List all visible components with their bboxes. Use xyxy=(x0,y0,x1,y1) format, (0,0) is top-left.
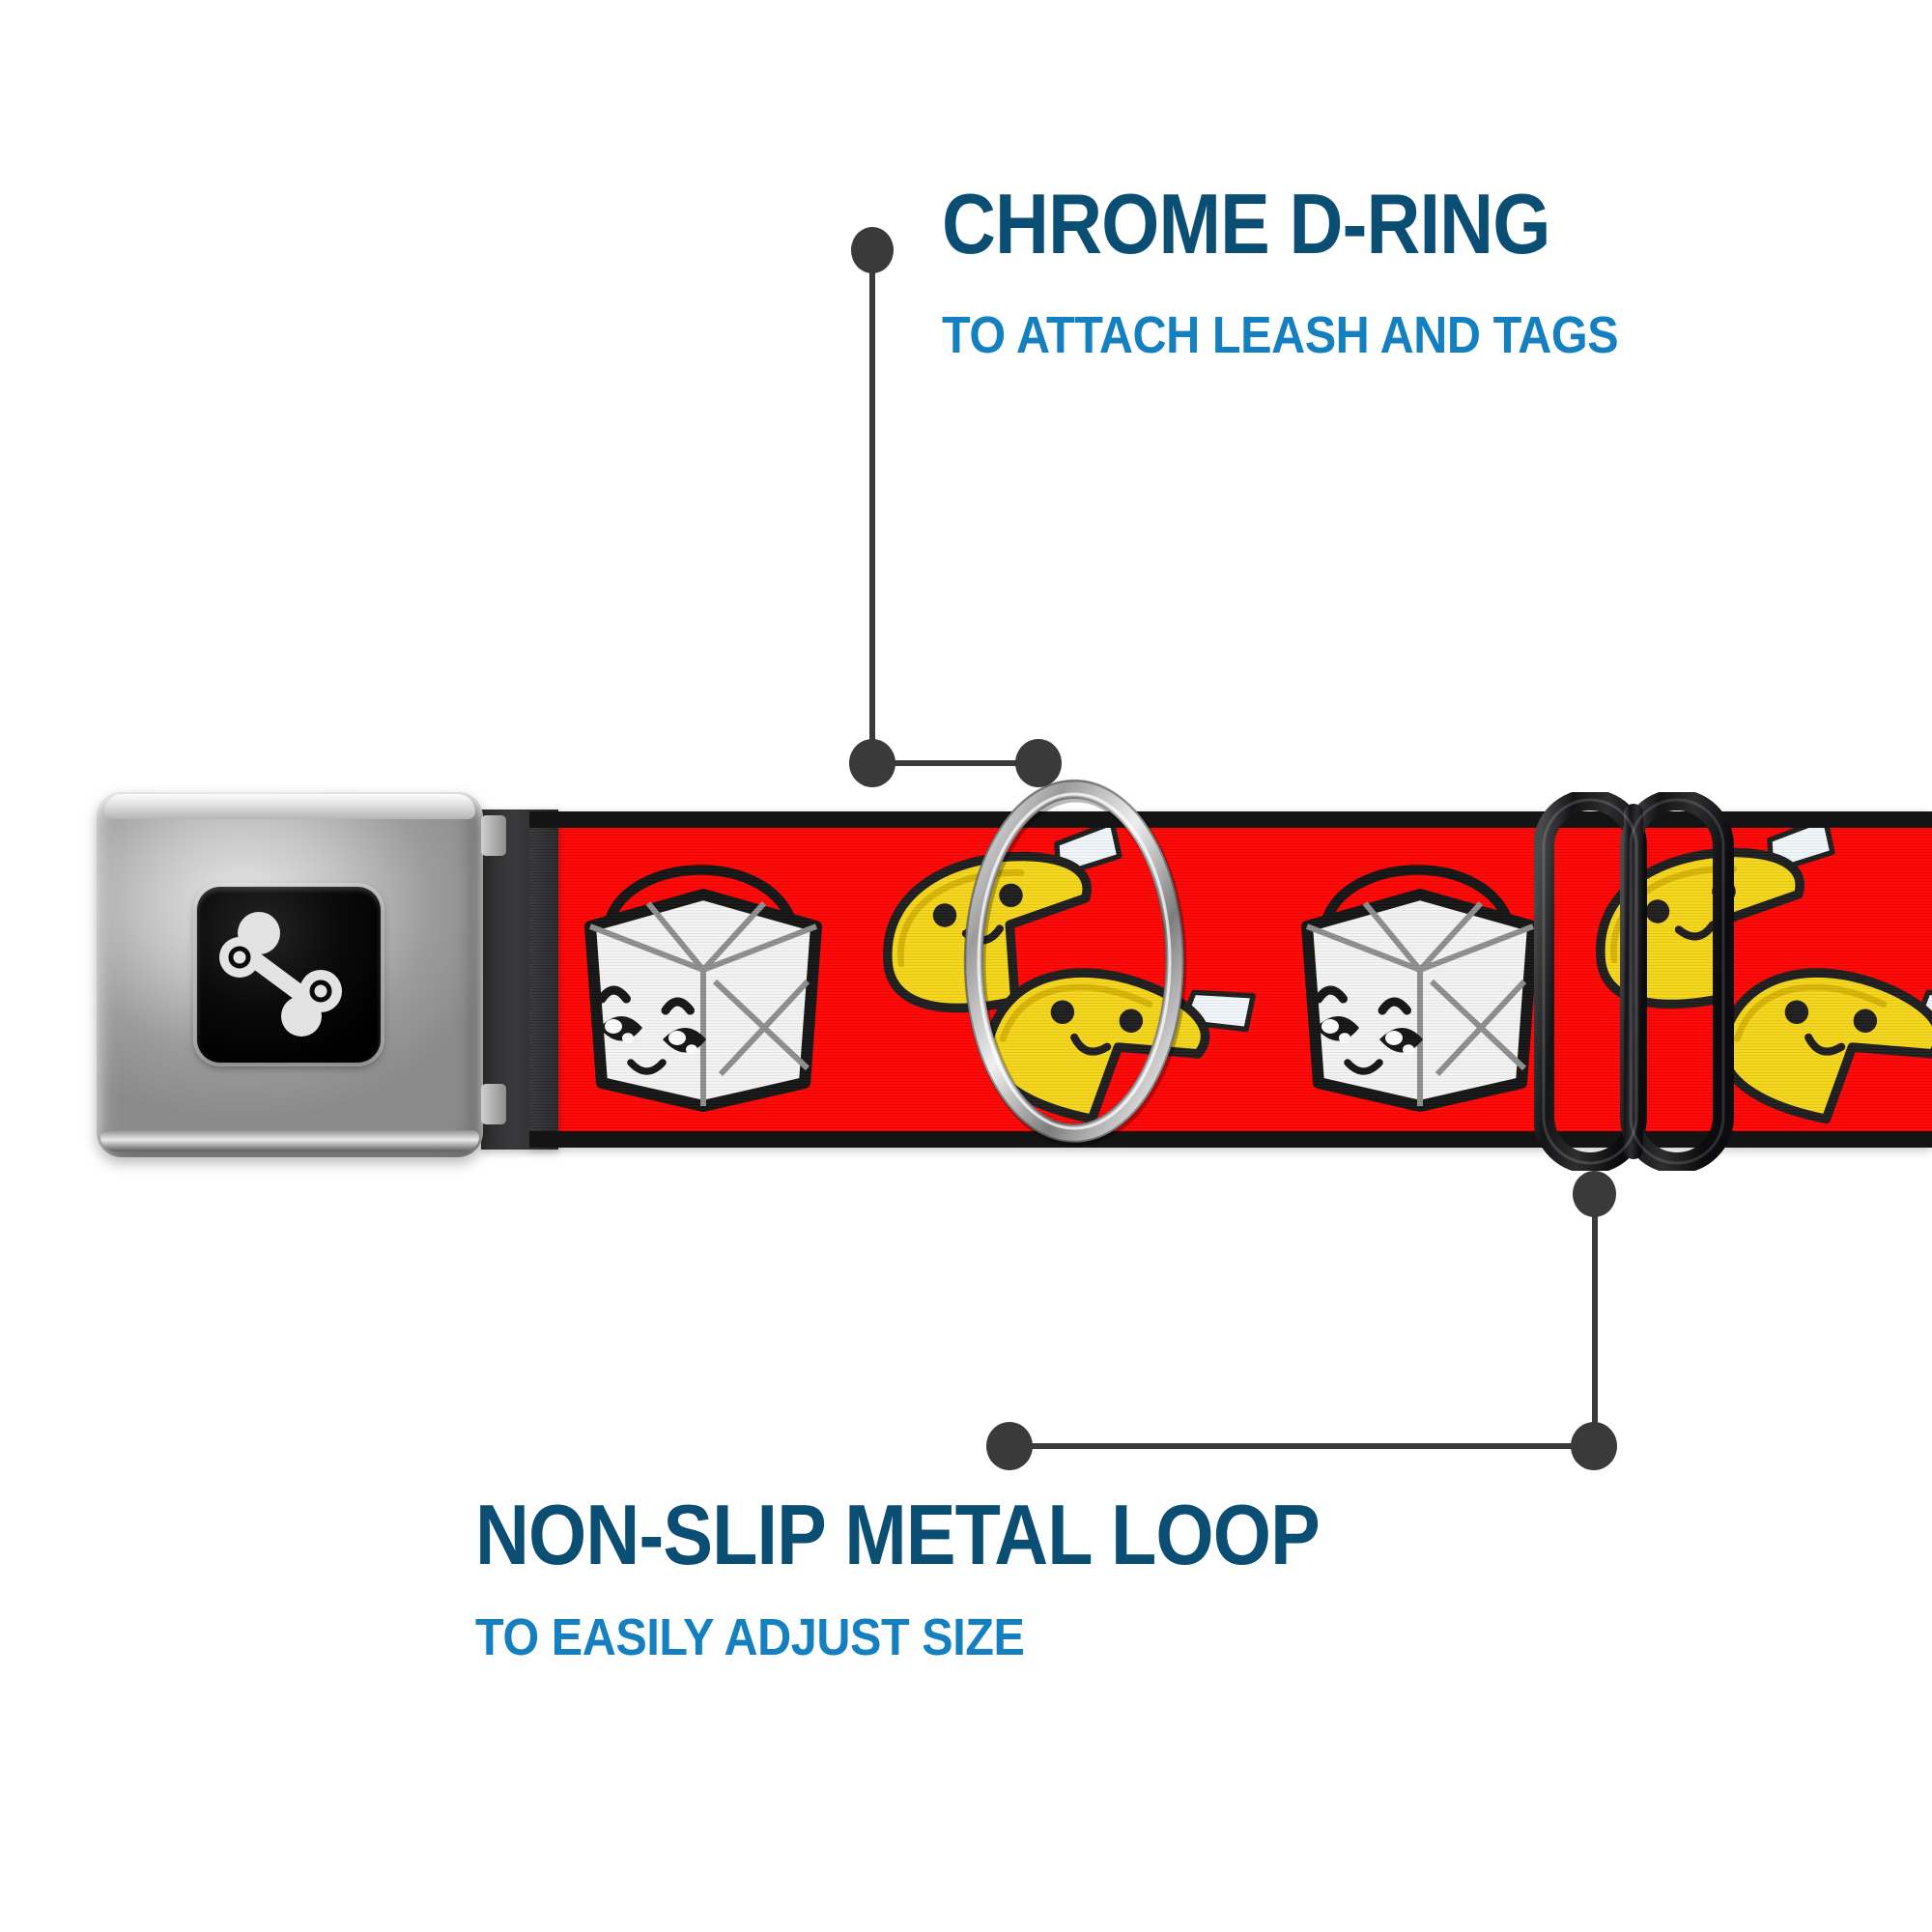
leader-line-metal-loop-vertical xyxy=(1592,1193,1598,1446)
seatbelt-buckle xyxy=(97,773,506,1179)
strap-motif-takeout-box xyxy=(558,837,848,1131)
leader-dot-metal-loop-label xyxy=(986,1422,1033,1470)
takeout-box-icon xyxy=(584,865,822,1112)
leader-line-metal-loop-horizontal xyxy=(1009,1443,1597,1449)
callout-title-chrome-d-ring: CHROME D-RING xyxy=(942,176,1550,271)
leader-dot-chrome-d-ring-target xyxy=(1015,739,1062,787)
buckle-attachment-ear-top xyxy=(481,815,506,856)
buckle-bottom-lip xyxy=(100,1130,479,1151)
buckle-top-lip xyxy=(104,794,475,819)
collar-strap xyxy=(529,811,1932,1148)
buckle-press-plate[interactable] xyxy=(197,887,381,1063)
strap-motif-fortune-cookie xyxy=(1684,915,1932,1148)
leader-line-chrome-d-ring-vertical xyxy=(869,249,875,763)
buckle-attachment-ear-bottom xyxy=(481,1084,506,1124)
strap-motif-takeout-box xyxy=(1275,837,1565,1131)
callout-subtitle-chrome-d-ring: TO ATTACH LEASH AND TAGS xyxy=(942,306,1619,364)
callout-subtitle-non-slip-metal-loop: TO EASILY ADJUST SIZE xyxy=(475,1608,1025,1666)
leader-line-chrome-d-ring-horizontal xyxy=(869,760,1043,766)
takeout-box-icon xyxy=(1301,865,1539,1112)
fortune-cookie-icon xyxy=(1718,968,1932,1124)
dog-bone-icon xyxy=(219,912,342,1037)
callout-title-non-slip-metal-loop: NON-SLIP METAL LOOP xyxy=(475,1487,1321,1582)
